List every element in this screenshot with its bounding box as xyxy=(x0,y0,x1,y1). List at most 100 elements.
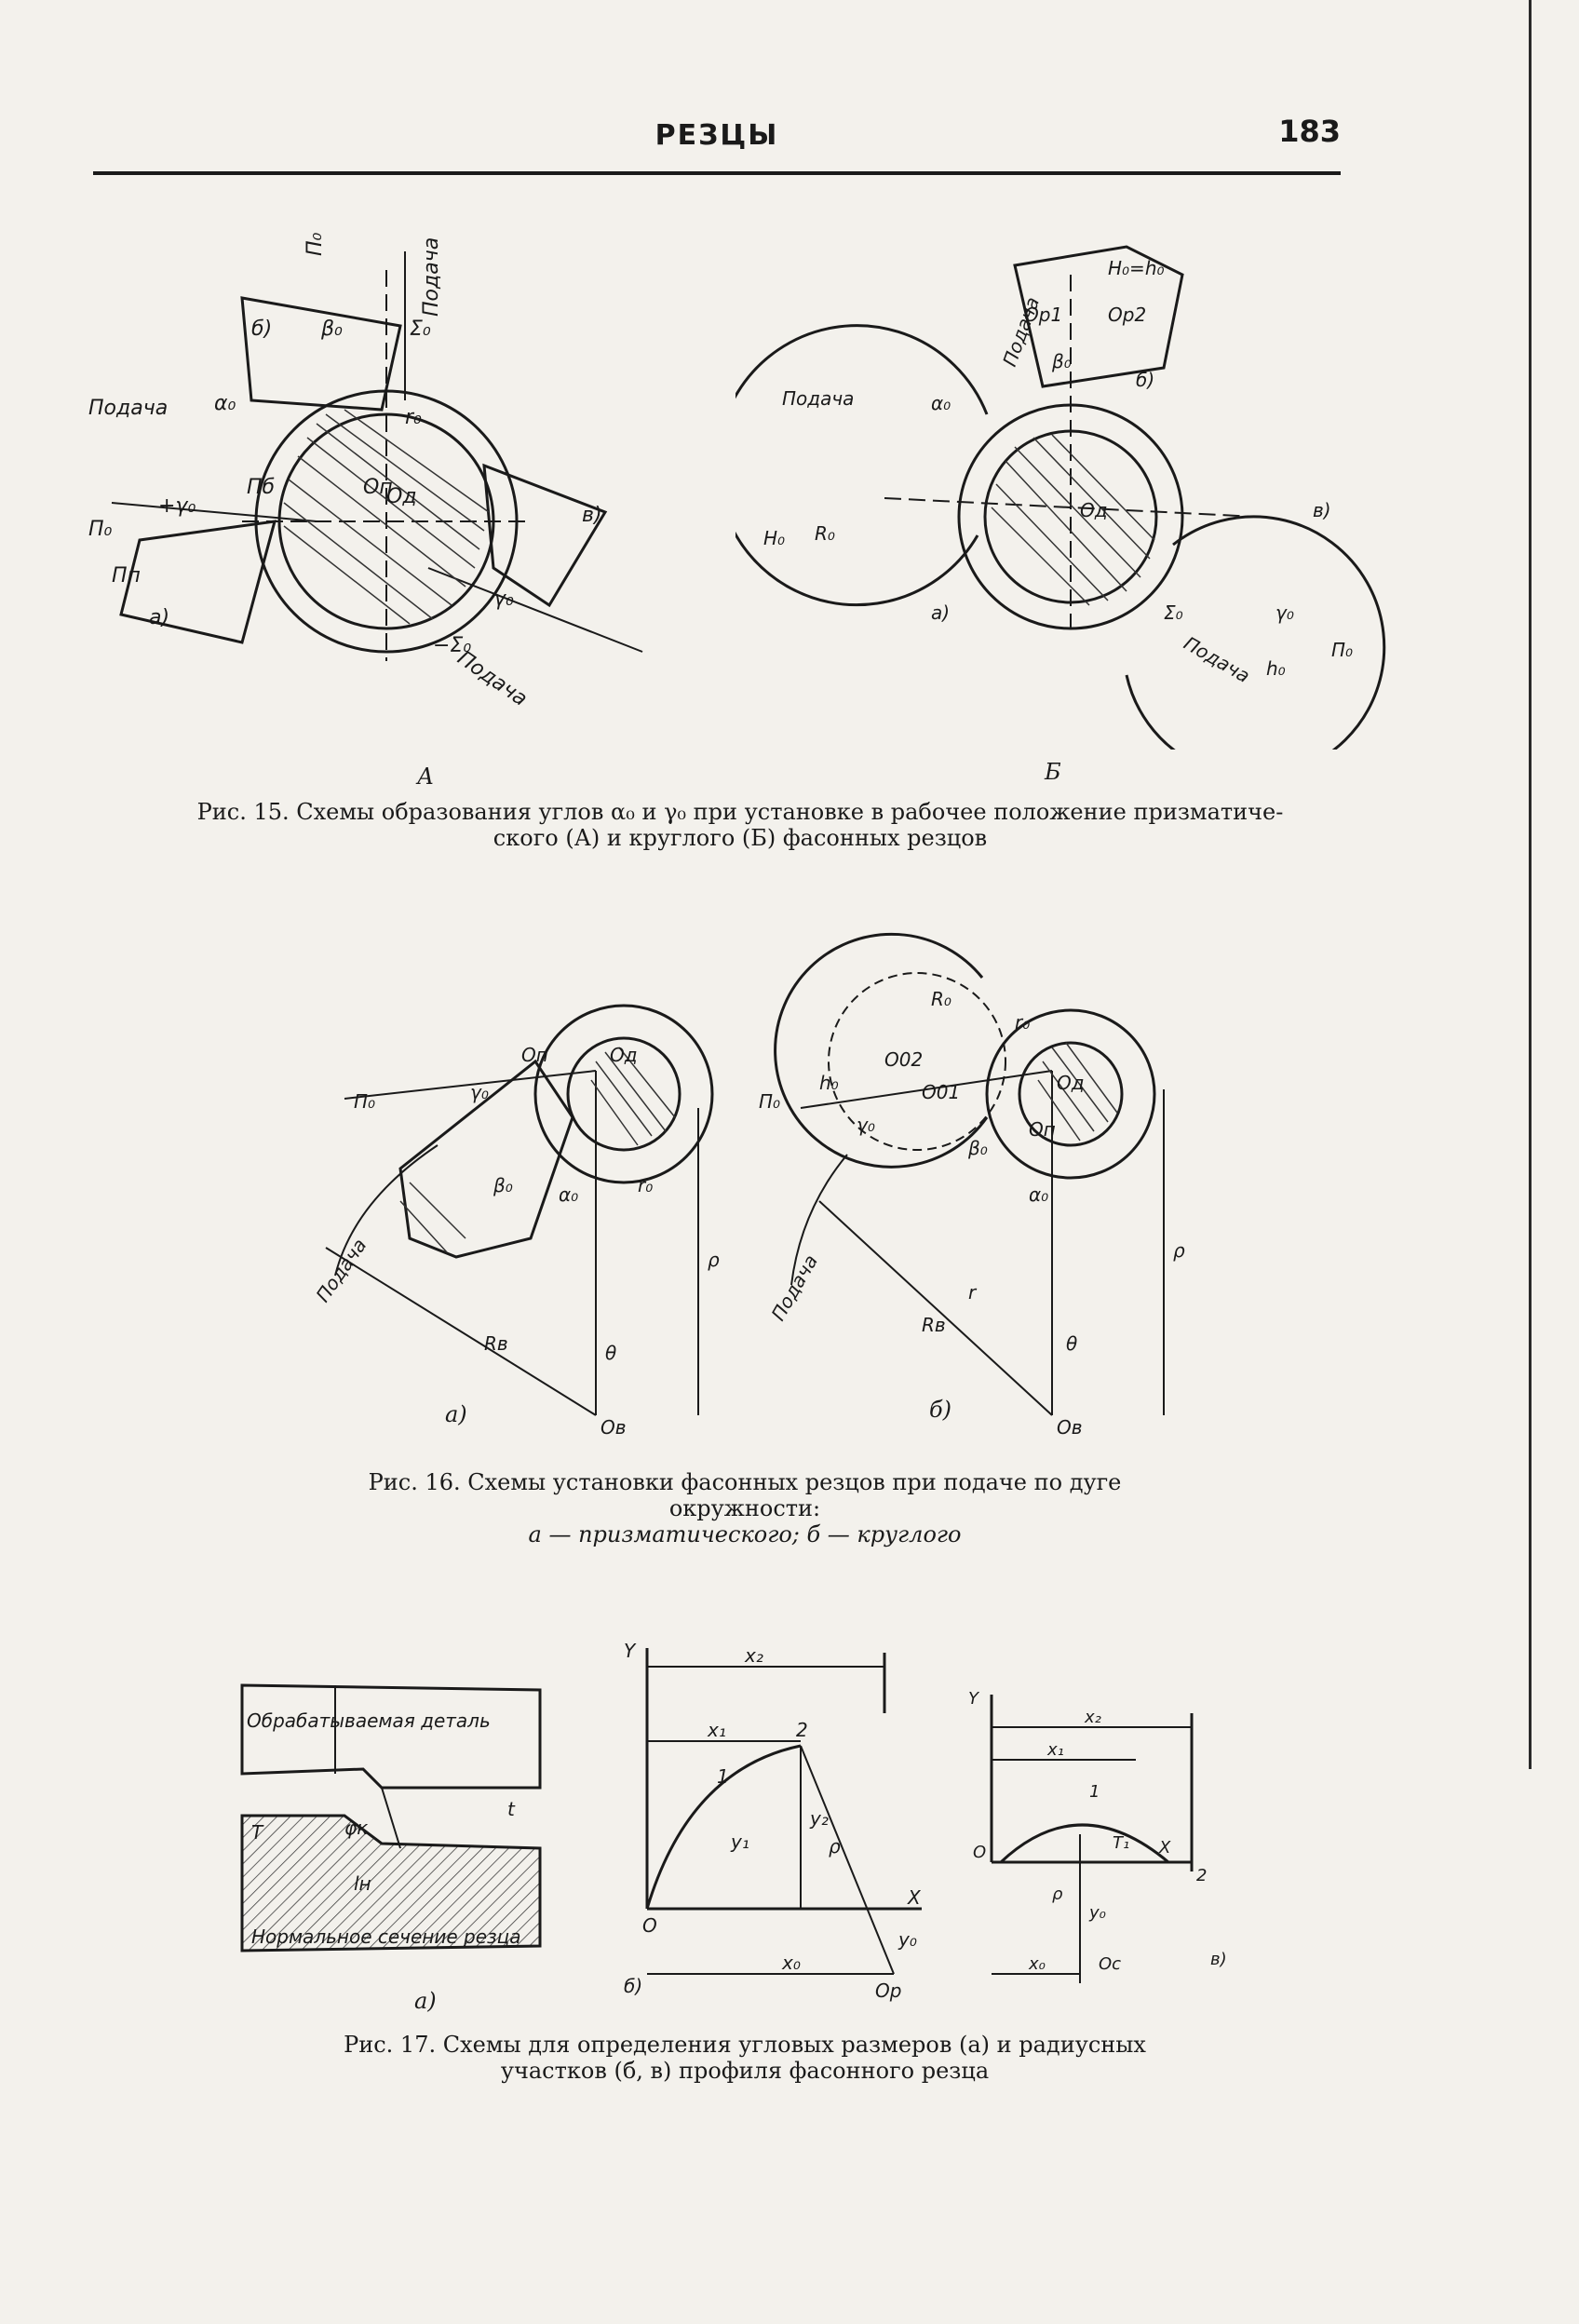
alpha-label: α₀ xyxy=(559,1183,578,1206)
figure-15-caption: Рис. 15. Схемы образования углов α₀ и γ₀… xyxy=(93,799,1387,851)
o01-label: О01 xyxy=(922,1081,960,1103)
sub-v-label: в) xyxy=(1313,499,1331,521)
circular-tool xyxy=(774,932,989,1169)
pn-label: Пп xyxy=(112,564,141,588)
t-label: t xyxy=(507,1798,516,1820)
od-label: Од xyxy=(1080,499,1108,521)
origin-label: О xyxy=(973,1843,986,1862)
theta-label: θ xyxy=(605,1342,616,1364)
po-label-top: П₀ xyxy=(304,232,327,256)
gamma-label: γ₀ xyxy=(857,1114,875,1136)
figure-17b: Y X О Ор x₂ x₁ x₀ y₁ y₂ y₀ ρ 1 2 б) xyxy=(605,1639,940,2011)
y1-label: y₁ xyxy=(730,1831,749,1853)
r-label: r xyxy=(968,1281,978,1304)
theta-label: θ xyxy=(1066,1332,1077,1355)
po-label: П₀ xyxy=(1331,639,1353,661)
gamma-label: γ₀ xyxy=(470,1081,489,1103)
od-label: Од xyxy=(610,1044,638,1066)
phi-label: φк xyxy=(344,1817,368,1839)
sub-v-label: в) xyxy=(582,504,602,527)
plus-gamma-label: +γ₀ xyxy=(158,494,196,518)
figure-17-sub-a: а) xyxy=(414,1988,437,2014)
rv-label: Rв xyxy=(922,1314,946,1336)
figure-17a-drawing: Обрабатываемая деталь Нормальное сечение… xyxy=(240,1683,542,1952)
tool-v xyxy=(482,463,608,608)
feed-left-label: Подача xyxy=(88,397,168,420)
beta-label: β₀ xyxy=(967,1137,988,1159)
rho-label: ρ xyxy=(1052,1885,1063,1904)
running-head: РЕЗЦЫ 183 xyxy=(93,114,1341,166)
figure-16-caption: Рис. 16. Схемы установки фасонных резцов… xyxy=(279,1469,1210,1547)
t1-label: T₁ xyxy=(1113,1833,1129,1853)
page-binding-edge xyxy=(1529,0,1532,1769)
profile-arc xyxy=(999,1823,1169,1864)
header-rule xyxy=(93,171,1341,175)
x-axis-label: X xyxy=(1158,1838,1171,1858)
workpiece-inner-circle xyxy=(566,1036,682,1152)
sub-b-label: б) xyxy=(1136,369,1154,391)
figure-15-caption-line1: Рис. 15. Схемы образования углов α₀ и γ₀… xyxy=(196,799,1284,825)
po-label: П₀ xyxy=(759,1090,780,1113)
ro-label: r₀ xyxy=(638,1174,653,1196)
on-label: Оп xyxy=(1029,1118,1056,1141)
beta-label: β₀ xyxy=(320,318,343,341)
sub-a-label: а) xyxy=(931,601,950,624)
figure-15-label-b: Б xyxy=(1045,759,1061,785)
origin-label: О xyxy=(642,1914,657,1937)
point-2-label: 2 xyxy=(1196,1866,1207,1885)
figure-15-caption-line2: ского (А) и круглого (Б) фасонных резцов xyxy=(493,825,988,851)
figure-17b-drawing: Y X О Ор x₂ x₁ x₀ y₁ y₂ y₀ ρ 1 2 б) xyxy=(624,1640,922,2002)
figure-17-sub-v: в) xyxy=(1210,1950,1227,1969)
rho-label: ρ xyxy=(1173,1239,1185,1262)
od-label: Од xyxy=(1057,1072,1085,1094)
section-label: Нормальное сечение резца xyxy=(251,1925,521,1948)
y0-label: y₀ xyxy=(1088,1903,1106,1923)
tool-a xyxy=(119,520,277,644)
h0-label: h₀ xyxy=(819,1072,839,1094)
figure-16-sub-b: б) xyxy=(929,1397,952,1423)
cutter-section xyxy=(240,1814,542,1952)
y0-label: y₀ xyxy=(897,1928,917,1951)
rv-label: Rв xyxy=(484,1332,508,1355)
x1-label: x₁ xyxy=(707,1719,726,1741)
ln-label: lн xyxy=(354,1872,371,1895)
po-label-left: П₀ xyxy=(88,518,113,541)
figure-15-label-a: А xyxy=(417,763,435,790)
beta-label: β₀ xyxy=(1051,350,1072,372)
minus-sigma-label: −Σ₀ xyxy=(433,634,471,657)
figure-17-caption-line2: участков (б, в) профиля фасонного резца xyxy=(500,2058,990,2084)
workpiece-outline xyxy=(240,1683,542,1790)
gamma-label: γ₀ xyxy=(493,588,514,611)
tool-circle-v xyxy=(1125,515,1386,750)
sub-b-label: б) xyxy=(251,318,272,341)
beta-label: β₀ xyxy=(493,1174,513,1196)
figure-17-caption-line1: Рис. 17. Схемы для определения угловых р… xyxy=(344,2032,1146,2058)
ho-label: H₀ xyxy=(763,527,785,549)
alpha-label: α₀ xyxy=(214,392,236,415)
feed-top-label: Подача xyxy=(420,237,443,317)
point-2-label: 2 xyxy=(796,1719,808,1741)
figure-16b-drawing: Подача Оп Од Ов О01 О02 П₀ r₀ R₀ Rв r ρ … xyxy=(759,932,1185,1439)
profile-arc xyxy=(645,1744,802,1910)
figure-17-sub-b: б) xyxy=(624,1975,642,1997)
y-axis-label: Y xyxy=(968,1689,980,1709)
point-1-label: 1 xyxy=(717,1765,729,1788)
po-label: П₀ xyxy=(354,1090,375,1113)
y-axis-label: Y xyxy=(624,1640,637,1662)
pb-label: Пб xyxy=(247,476,275,499)
workpiece-outer-circle xyxy=(533,1004,714,1184)
ro-cap-label: R₀ xyxy=(815,522,835,545)
feed-3-label: Подача xyxy=(1181,632,1254,688)
figure-17v-drawing: Y X О Ос x₂ x₁ x₀ y₀ T₁ ρ 1 2 в) xyxy=(968,1689,1227,1983)
figure-16-circular: Подача Оп Од Ов О01 О02 П₀ r₀ R₀ Rв r ρ … xyxy=(745,931,1229,1452)
op1-label: Ор1 xyxy=(1024,304,1062,326)
workpiece-label: Обрабатываемая деталь xyxy=(247,1709,491,1732)
y2-label: y₂ xyxy=(809,1807,829,1830)
h0-label: h₀ xyxy=(1266,657,1286,680)
figure-17a: Обрабатываемая деталь Нормальное сечение… xyxy=(233,1676,559,1993)
op-label: Ор xyxy=(875,1979,901,2002)
figure-17-caption: Рис. 17. Схемы для определения угловых р… xyxy=(279,2032,1210,2084)
rho-label: ρ xyxy=(829,1835,841,1858)
tool-b xyxy=(240,296,402,412)
figure-15-circular: Подача Подача Подача а) б) в) H₀=h₀ Ор1 … xyxy=(736,237,1387,750)
